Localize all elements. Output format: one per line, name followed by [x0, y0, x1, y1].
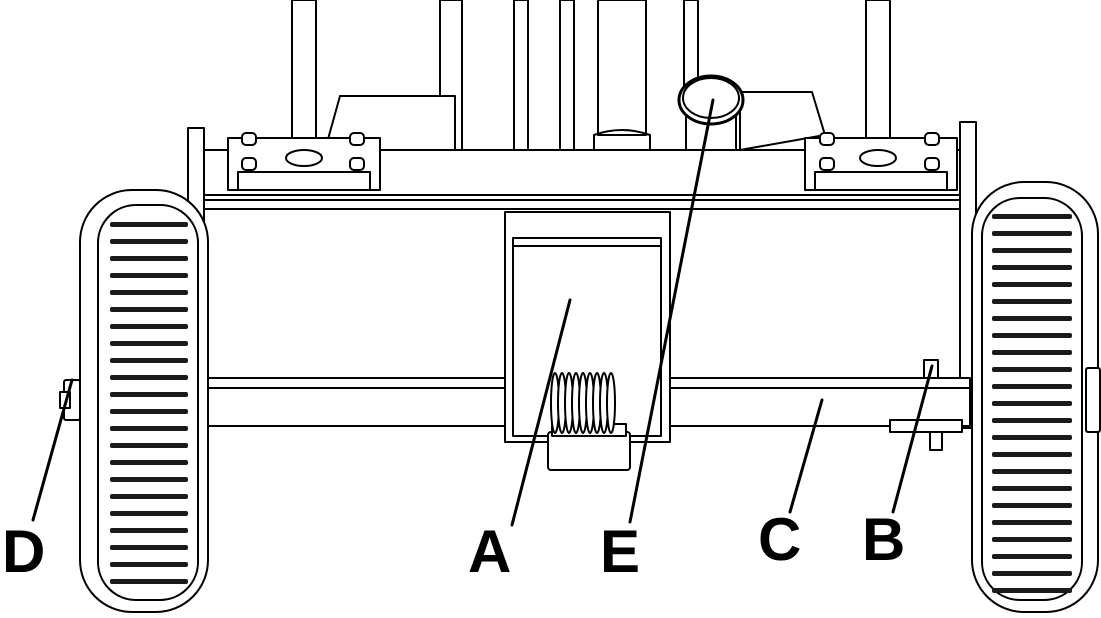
tire-tread	[992, 435, 1072, 440]
tire-tread	[992, 316, 1072, 321]
tire-tread	[992, 265, 1072, 270]
tire-tread	[992, 452, 1072, 457]
leader-line-c	[788, 398, 824, 514]
tire-tread	[992, 571, 1072, 576]
tire-tread	[992, 214, 1072, 219]
tire-tread	[110, 562, 188, 567]
tire-tread	[110, 290, 188, 295]
lock-pin	[889, 359, 963, 451]
tire-tread	[110, 409, 188, 414]
tire-tread	[110, 477, 188, 482]
tire-tread	[110, 545, 188, 550]
tire-tread	[110, 426, 188, 431]
tire-tread	[110, 375, 188, 380]
tire-tread	[992, 520, 1072, 525]
tire-tread	[110, 579, 188, 584]
tire-tread	[992, 503, 1072, 508]
leader-line-e	[628, 98, 715, 524]
tire-tread	[110, 443, 188, 448]
tire-tread	[992, 350, 1072, 355]
tire-tread	[992, 333, 1072, 338]
upright-posts	[291, 0, 891, 161]
left-wheel	[79, 189, 209, 613]
label-a: A	[468, 518, 511, 585]
tire-tread	[992, 231, 1072, 236]
right-mount-bracket	[804, 132, 958, 191]
leader-line-b	[891, 364, 934, 514]
tire-tread	[110, 528, 188, 533]
tire-tread	[992, 486, 1072, 491]
return-spring	[550, 372, 616, 434]
tire-tread	[110, 460, 188, 465]
left-mount-bracket	[227, 132, 381, 191]
label-c: C	[758, 506, 801, 573]
tire-tread	[110, 511, 188, 516]
tire-tread	[992, 401, 1072, 406]
tire-tread	[992, 299, 1072, 304]
tire-tread	[110, 307, 188, 312]
tire-tread	[992, 418, 1072, 423]
tire-tread	[992, 384, 1072, 389]
tire-tread	[992, 588, 1072, 593]
tire-tread	[992, 537, 1072, 542]
tire-tread	[110, 341, 188, 346]
leader-lines	[31, 98, 934, 527]
leader-line-a	[510, 298, 572, 527]
tire-tread	[110, 392, 188, 397]
label-d: D	[2, 518, 45, 585]
tire-tread	[992, 248, 1072, 253]
spring-coil	[606, 372, 616, 434]
tire-tread	[110, 494, 188, 499]
tire-tread	[110, 358, 188, 363]
label-b: B	[862, 506, 905, 573]
tire-tread	[992, 554, 1072, 559]
tire-tread	[992, 282, 1072, 287]
tire-tread	[992, 367, 1072, 372]
callout-labels: A E C B D	[2, 506, 905, 585]
tire-tread	[110, 273, 188, 278]
tire-tread	[992, 469, 1072, 474]
right-wheel	[971, 181, 1099, 613]
label-e: E	[600, 518, 640, 585]
tire-tread	[110, 256, 188, 261]
leader-line-d	[31, 378, 74, 522]
tire-tread	[110, 239, 188, 244]
tire-tread	[110, 222, 188, 227]
tire-tread	[110, 324, 188, 329]
